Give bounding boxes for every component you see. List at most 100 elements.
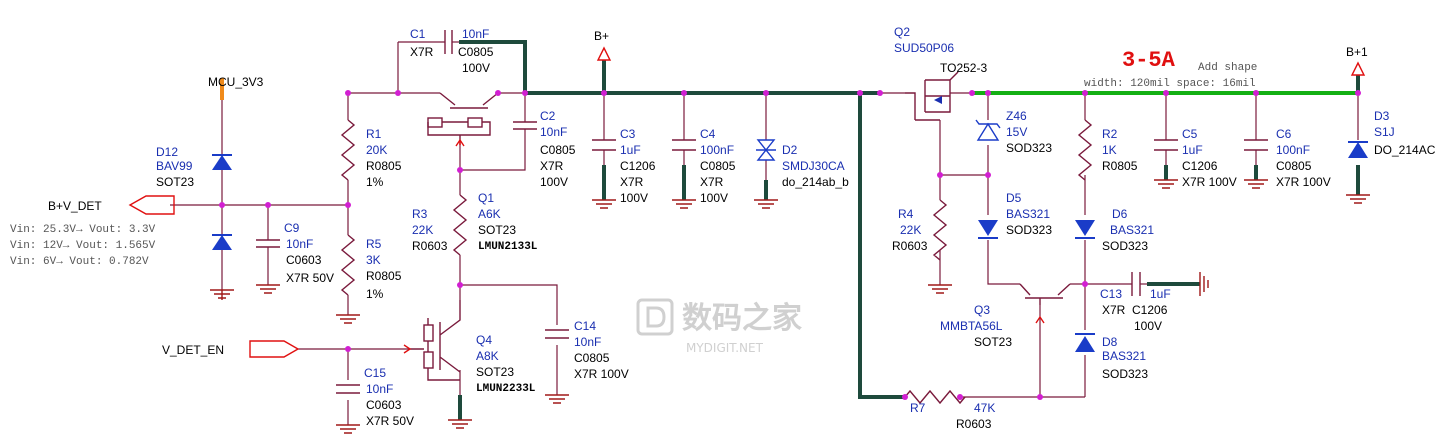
net-bplus-vdet: B+V_DET	[48, 199, 102, 213]
r4-ref: R4	[898, 207, 914, 221]
c9-rate: X7R 50V	[286, 271, 334, 285]
r1-tol: 1%	[366, 175, 384, 189]
q2-val: SUD50P06	[894, 41, 954, 55]
c15-val: 10nF	[366, 382, 393, 396]
c15-rate: X7R 50V	[366, 414, 414, 428]
r1-ref: R1	[366, 127, 382, 141]
c13-val: 1uF	[1150, 287, 1171, 301]
c13-ref: C13	[1100, 287, 1122, 301]
c6-rate: X7R 100V	[1276, 175, 1331, 189]
watermark-cn: 数码之家	[682, 301, 802, 336]
c9-ref: C9	[284, 221, 300, 235]
r2-pkg: R0805	[1102, 159, 1138, 173]
c1-b: C0805	[458, 45, 494, 59]
d2-ref: D2	[782, 143, 798, 157]
d2-pkg: do_214ab_b	[782, 175, 849, 189]
r1-val: 20K	[366, 143, 387, 157]
d8-ref: D8	[1102, 335, 1118, 349]
c2-ref: C2	[540, 109, 556, 123]
r2-ref: R2	[1102, 127, 1118, 141]
c1-val: 10nF	[462, 27, 489, 41]
r5-ref: R5	[366, 237, 382, 251]
d5-pkg: SOD323	[1006, 223, 1052, 237]
net-vdet-en: V_DET_EN	[162, 343, 224, 357]
net-bplus1: B+1	[1346, 45, 1368, 59]
c6-val: 100nF	[1276, 143, 1310, 157]
c13-c: 100V	[1134, 319, 1162, 333]
d2-val: SMDJ30CA	[782, 159, 845, 173]
c3-b: 100V	[620, 191, 648, 205]
d12-pkg: SOT23	[156, 175, 194, 189]
c15-pkg: C0603	[366, 398, 402, 412]
r1-pkg: R0805	[366, 159, 402, 173]
d3-ref: D3	[1374, 109, 1390, 123]
resistor-symbols	[340, 119, 1093, 405]
capacitor-symbols	[256, 30, 1268, 394]
q4-ref: Q4	[476, 333, 492, 347]
r7-ref: R7	[910, 401, 926, 415]
c5-val: 1uF	[1182, 143, 1203, 157]
c5-ref: C5	[1182, 127, 1198, 141]
wires	[170, 40, 1360, 425]
c15-ref: C15	[364, 366, 386, 380]
c9-val: 10nF	[286, 237, 313, 251]
d8-pkg: SOD323	[1102, 367, 1148, 381]
d6-val: BAS321	[1110, 223, 1154, 237]
junction-dots	[219, 90, 1361, 400]
q1-pkg: SOT23	[478, 223, 516, 237]
z46-val: 15V	[1006, 125, 1027, 139]
z46-ref: Z46	[1006, 109, 1027, 123]
c3-pkg: C1206	[620, 159, 656, 173]
c4-ref: C4	[700, 127, 716, 141]
r5-tol: 1%	[366, 287, 384, 301]
diode-symbols	[756, 119, 1368, 352]
watermark-en: MYDIGIT.NET	[686, 341, 764, 355]
r7-val: 47K	[974, 401, 995, 415]
trace-width-note: width: 120mil space: 16mil	[1084, 78, 1256, 90]
r5-pkg: R0805	[366, 269, 402, 283]
q3-ref: Q3	[974, 303, 990, 317]
c9-pkg: C0603	[286, 253, 322, 267]
r7-pkg: R0603	[956, 417, 992, 431]
q3-pkg: SOT23	[974, 335, 1012, 349]
z46-pkg: SOD323	[1006, 141, 1052, 155]
c6-pkg: C0805	[1276, 159, 1312, 173]
d5-val: BAS321	[1006, 207, 1050, 221]
c1-c: 100V	[462, 61, 490, 75]
labels: MCU_3V3 B+ B+1 B+V_DET V_DET_EN 3-5A Add…	[10, 25, 1436, 431]
q3-val: MMBTA56L	[940, 319, 1003, 333]
vin-note-1: Vin: 25.3V→ Vout: 3.3V	[10, 224, 156, 236]
d5-ref: D5	[1006, 191, 1022, 205]
r5-val: 3K	[366, 253, 381, 267]
c2-a: X7R	[540, 159, 564, 173]
vin-note-3: Vin: 6V→ Vout: 0.782V	[10, 256, 149, 268]
transistor-symbols	[403, 71, 1071, 381]
add-shape-note: Add shape	[1198, 62, 1257, 74]
c14-rate: X7R 100V	[574, 367, 629, 381]
q4-pkg: SOT23	[476, 365, 514, 379]
c4-pkg: C0805	[700, 159, 736, 173]
d12-ref: D12	[156, 145, 178, 159]
watermark-logo-icon	[636, 298, 674, 336]
q1-val: A6K	[478, 207, 501, 221]
watermark: 数码之家 MYDIGIT.NET	[636, 298, 802, 355]
r3-val: 22K	[412, 223, 433, 237]
c1-ref: C1	[410, 27, 426, 41]
c2-val: 10nF	[540, 125, 567, 139]
c2-b: 100V	[540, 175, 568, 189]
r4-pkg: R0603	[892, 239, 928, 253]
d6-ref: D6	[1112, 207, 1128, 221]
d8-val: BAS321	[1102, 349, 1146, 363]
d6-pkg: SOD323	[1102, 239, 1148, 253]
c3-val: 1uF	[620, 143, 641, 157]
c3-ref: C3	[620, 127, 636, 141]
vin-note-2: Vin: 12V→ Vout: 1.565V	[10, 240, 156, 252]
c4-b: 100V	[700, 191, 728, 205]
r3-pkg: R0603	[412, 239, 448, 253]
c13-a: X7R	[1102, 303, 1126, 317]
r4-val: 22K	[900, 223, 921, 237]
q2-ref: Q2	[894, 25, 910, 39]
net-flags	[128, 46, 1366, 358]
